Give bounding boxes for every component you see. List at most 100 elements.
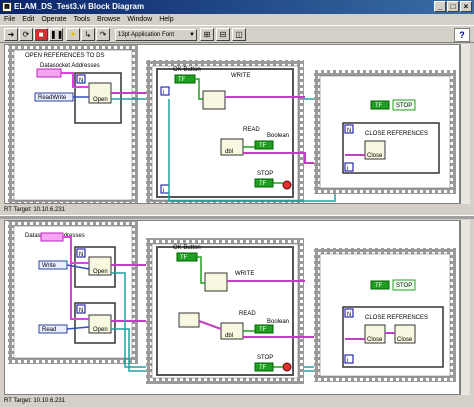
dbl-label: dbl xyxy=(225,149,233,155)
for-loop-close-b[interactable] xyxy=(342,306,444,368)
rt-target-status-top: RT Target: 10.10.6.231 xyxy=(0,205,474,215)
close-i-terminal: i xyxy=(347,166,348,172)
loop-condition-icon[interactable] xyxy=(282,180,292,190)
loop-i-terminal-b: i xyxy=(163,188,164,194)
menu-operate[interactable]: Operate xyxy=(41,16,67,23)
highlight-icon[interactable]: ✦ xyxy=(66,28,80,41)
minimize-button[interactable]: _ xyxy=(434,1,446,12)
while-loop[interactable] xyxy=(156,68,294,198)
read-label: READ xyxy=(243,127,260,133)
stop-local-label: STOP xyxy=(396,103,412,109)
sequence-frame-open-b[interactable] xyxy=(8,221,138,364)
for-n-terminal: N xyxy=(79,78,83,84)
loop-i-terminal-a: i xyxy=(163,90,164,96)
for-n-r: N xyxy=(79,308,83,314)
for-loop-open[interactable] xyxy=(74,72,122,124)
stop-local-variable-b[interactable] xyxy=(392,279,416,291)
boolean-indicator-b[interactable] xyxy=(254,324,274,334)
diagram-top-canvas: OPEN REFERENCES TO DS Datasocket Address… xyxy=(8,45,456,203)
menu-bar: File Edit Operate Tools Browse Window He… xyxy=(0,14,474,25)
stop-constant-b[interactable] xyxy=(370,280,390,290)
for-n-w: N xyxy=(79,252,83,258)
pane-splitter[interactable] xyxy=(0,215,474,219)
close-n-terminal-b: N xyxy=(347,312,351,318)
ds-open-node-r[interactable] xyxy=(88,314,112,334)
title-bar[interactable]: ▦ ELAM_DS_Test3.vi Block Diagram _ □ × xyxy=(0,0,474,14)
write-enum-label: Write xyxy=(42,263,57,269)
menu-help[interactable]: Help xyxy=(159,16,174,23)
step-over-icon[interactable]: ↷ xyxy=(96,28,110,41)
step-into-icon[interactable]: ↳ xyxy=(81,28,95,41)
open-label: Open xyxy=(93,97,108,103)
read-label-b: READ xyxy=(239,311,256,317)
stop-local-variable[interactable] xyxy=(392,99,416,111)
ds-close-node[interactable] xyxy=(364,140,386,160)
close-i-terminal-b: i xyxy=(347,358,348,364)
ok-button-label: OK Button xyxy=(173,67,201,73)
help-icon[interactable]: ? xyxy=(454,28,470,42)
for-loop-open-r[interactable] xyxy=(74,302,116,344)
abort-icon[interactable]: ■ xyxy=(34,28,48,41)
boolean-indicator[interactable] xyxy=(254,140,274,150)
sequence-frame-close-b[interactable] xyxy=(314,248,456,382)
menu-file[interactable]: File xyxy=(4,16,16,23)
ok-tf: TF xyxy=(178,77,186,83)
menu-tools[interactable]: Tools xyxy=(73,16,90,23)
close-label: Close xyxy=(367,153,383,159)
stop-label-loop-b: STOP xyxy=(257,355,273,361)
ok-tf-b: TF xyxy=(180,255,188,261)
while-loop-b[interactable] xyxy=(156,246,294,376)
sequence-frame-close[interactable] xyxy=(314,70,456,194)
close-n-terminal: N xyxy=(347,128,351,134)
stop-local-label-b: STOP xyxy=(396,283,412,289)
close-label-b2: Close xyxy=(397,337,413,343)
scrollbar-top[interactable] xyxy=(460,44,470,204)
reorder-icon[interactable]: ◫ xyxy=(232,28,246,41)
sequence-frame-loop-b[interactable] xyxy=(146,238,304,384)
stop-const-tf-b: TF xyxy=(375,283,383,289)
run-continuous-icon[interactable]: ⟳ xyxy=(19,28,33,41)
ds-addresses-label: Datasocket Addresses xyxy=(40,63,100,69)
write-label: WRITE xyxy=(231,73,250,79)
index-node-b[interactable] xyxy=(178,312,200,328)
sequence-frame-open[interactable] xyxy=(8,45,138,203)
diagram-pane-top[interactable]: OPEN REFERENCES TO DS Datasocket Address… xyxy=(4,44,460,204)
close-refs-label-b: CLOSE REFERENCES xyxy=(365,315,428,321)
close-button[interactable]: × xyxy=(460,1,472,12)
boolean-tf-b: TF xyxy=(259,327,267,333)
read-enum-label: Read xyxy=(42,327,56,333)
boolean-tf: TF xyxy=(259,143,267,149)
align-icon[interactable]: ⊞ xyxy=(200,28,214,41)
loop-condition-icon-b[interactable] xyxy=(282,362,292,372)
vi-icon: ▦ xyxy=(2,2,12,12)
for-loop-close[interactable] xyxy=(342,122,440,174)
ds-write-node[interactable] xyxy=(202,90,226,110)
stop-constant[interactable] xyxy=(370,100,390,110)
pause-icon[interactable]: ❚❚ xyxy=(49,28,64,41)
font-select[interactable]: 13pt Application Font ▼ xyxy=(115,29,197,41)
run-icon[interactable]: ➜ xyxy=(4,28,18,41)
sequence-frame-loop[interactable] xyxy=(146,60,304,203)
ds-write-node-b[interactable] xyxy=(204,272,228,292)
write-label-b: WRITE xyxy=(235,271,254,277)
boolean-label: Boolean xyxy=(267,133,289,139)
open-label-w: Open xyxy=(93,269,108,275)
menu-browse[interactable]: Browse xyxy=(96,16,121,23)
diagram-pane-bottom[interactable]: Datasocket Addresses Write Read N Open N… xyxy=(4,220,460,395)
distribute-icon[interactable]: ⊟ xyxy=(216,28,230,41)
stop-tf: TF xyxy=(259,181,267,187)
chevron-down-icon: ▼ xyxy=(189,32,195,38)
ok-button-label-b: OK Button xyxy=(173,245,201,251)
diagram-bottom-canvas: Datasocket Addresses Write Read N Open N… xyxy=(8,221,456,384)
menu-edit[interactable]: Edit xyxy=(22,16,35,23)
menu-window[interactable]: Window xyxy=(127,16,153,23)
rt-target-status-bottom: RT Target: 10.10.6.231 xyxy=(0,396,474,406)
scrollbar-bottom[interactable] xyxy=(460,220,470,395)
maximize-button[interactable]: □ xyxy=(447,1,459,12)
ds-addresses-array[interactable] xyxy=(36,68,62,78)
boolean-label-b: Boolean xyxy=(267,319,289,325)
ds-addresses-array-b[interactable] xyxy=(40,232,64,242)
stop-label-loop: STOP xyxy=(257,171,273,177)
open-label-r: Open xyxy=(93,327,108,333)
